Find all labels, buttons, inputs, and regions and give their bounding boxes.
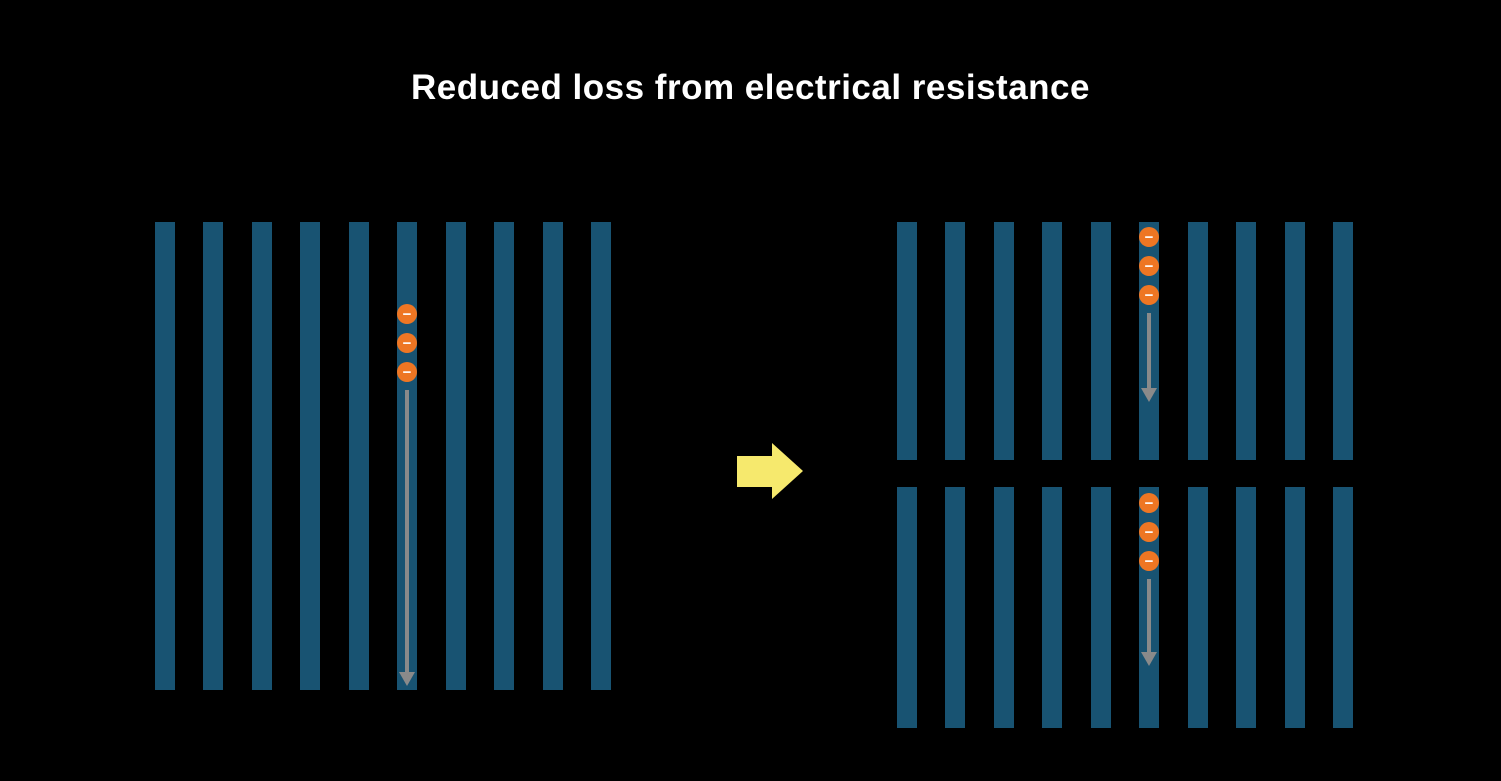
conductor-bar [897, 222, 917, 460]
right-arrow-head [772, 443, 803, 499]
conductor-bar [542, 222, 563, 690]
conductor-bar [590, 222, 611, 690]
current-arrow-head-icon [1141, 652, 1157, 666]
electron-icon: − [1139, 551, 1159, 571]
electron-icon: − [1139, 227, 1159, 247]
right-bottom-current-flow: − − − [1139, 493, 1159, 666]
right-arrow-icon [737, 443, 803, 500]
diagram-title: Reduced loss from electrical resistance [411, 68, 1090, 107]
conductor-bar [1284, 487, 1305, 728]
conductor-bar [1236, 222, 1257, 460]
conductor-bar [494, 222, 515, 690]
conductor-bar [1332, 487, 1353, 728]
current-arrow-head-icon [399, 672, 415, 686]
electron-icon: − [1139, 493, 1159, 513]
conductor-bar [1042, 222, 1063, 460]
electron-icon: − [397, 304, 417, 324]
electron-group: − − − [397, 304, 417, 382]
right-top-current-flow: − − − [1139, 227, 1159, 402]
conductor-bar [1187, 487, 1208, 728]
conductor-bar [1042, 487, 1063, 728]
conductor-bar [1332, 222, 1353, 460]
conductor-bar [1284, 222, 1305, 460]
conductor-bar [155, 222, 175, 690]
current-arrow-head-icon [1141, 388, 1157, 402]
current-arrow-line [1147, 579, 1151, 652]
conductor-bar [945, 487, 966, 728]
right-cell-bottom-segment [897, 487, 1353, 728]
left-current-flow: − − − [397, 304, 417, 686]
conductor-bar [1236, 487, 1257, 728]
left-cell [155, 222, 611, 690]
current-arrow-line [1147, 313, 1151, 388]
conductor-bar [1090, 222, 1111, 460]
conductor-bar [993, 487, 1014, 728]
conductor-bar [251, 222, 272, 690]
electron-icon: − [1139, 285, 1159, 305]
right-arrow-shaft [737, 456, 772, 487]
electron-icon: − [397, 362, 417, 382]
conductor-bar [993, 222, 1014, 460]
conductor-bar [897, 487, 917, 728]
electron-group: − − − [1139, 493, 1159, 571]
conductor-bar [445, 222, 466, 690]
electron-icon: − [1139, 256, 1159, 276]
electron-icon: − [1139, 522, 1159, 542]
conductor-bar [203, 222, 224, 690]
conductor-bar [300, 222, 321, 690]
right-cell-top-segment [897, 222, 1353, 460]
conductor-bar [348, 222, 369, 690]
electron-icon: − [397, 333, 417, 353]
conductor-bar [1090, 487, 1111, 728]
conductor-bar [1187, 222, 1208, 460]
current-arrow-line [405, 390, 409, 672]
conductor-bar [945, 222, 966, 460]
electron-group: − − − [1139, 227, 1159, 305]
